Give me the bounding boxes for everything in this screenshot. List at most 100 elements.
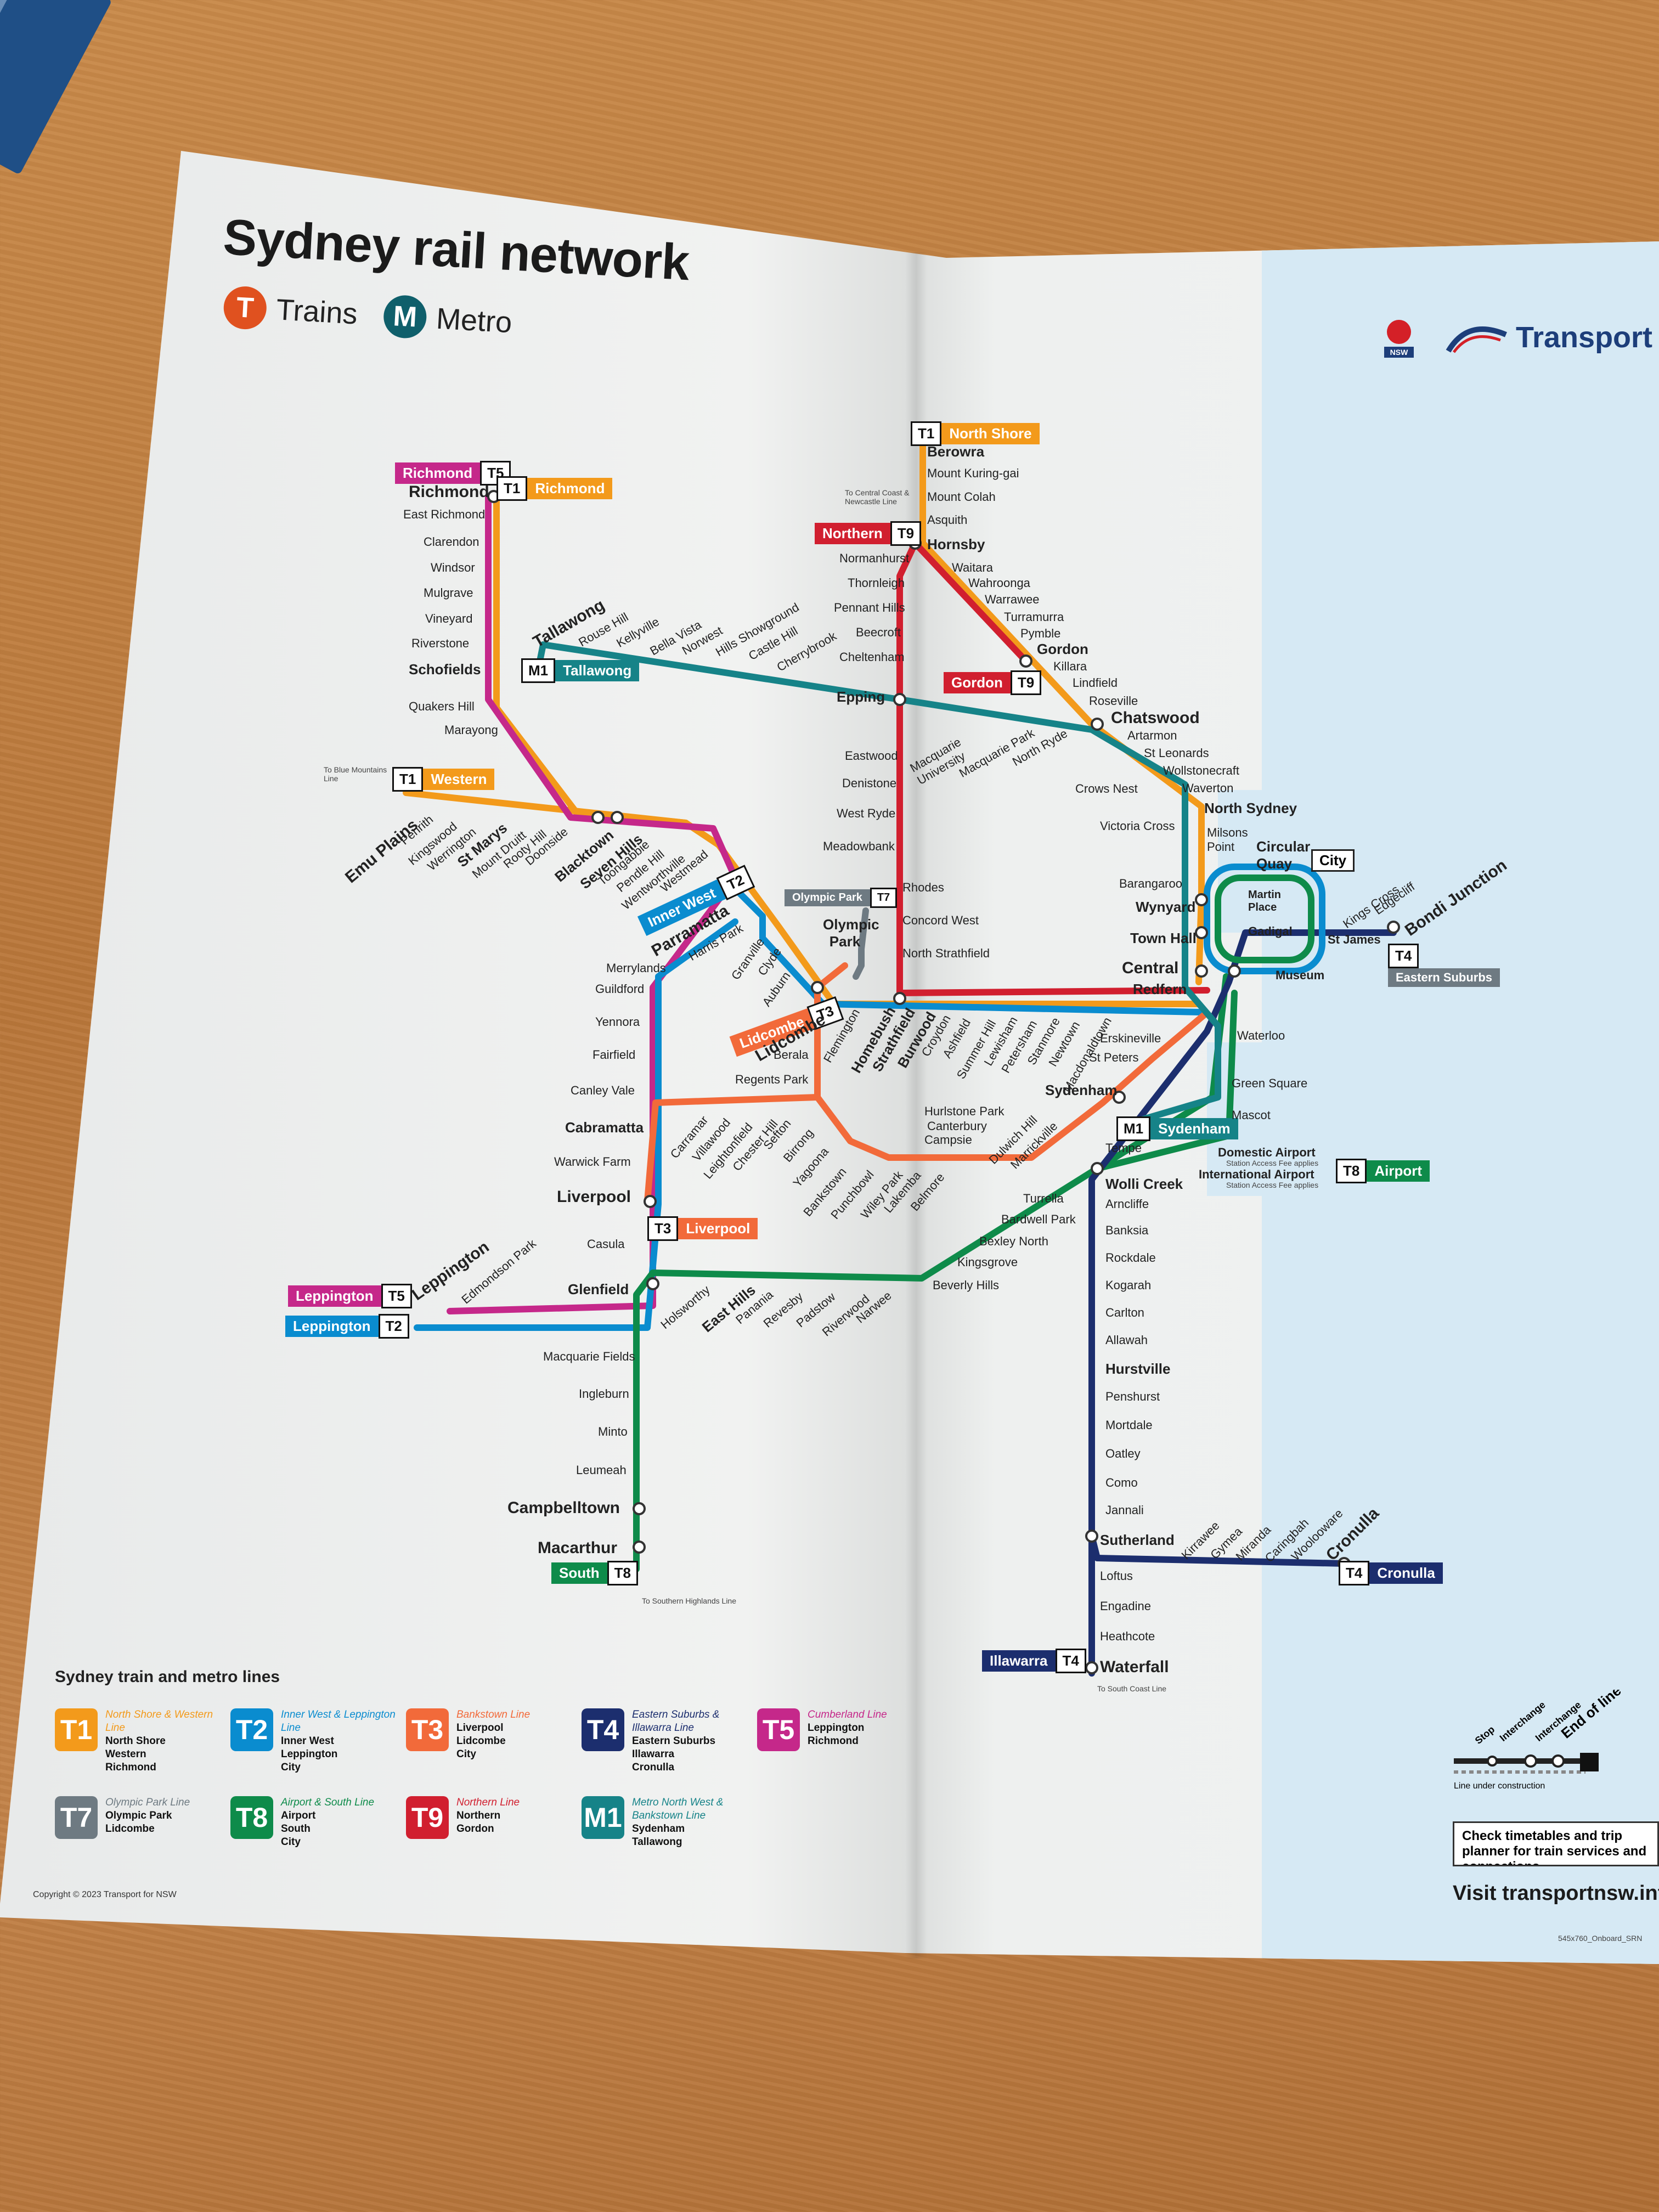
label-t1-richmond: T1 Richmond [496,476,613,501]
station-clarendon: Clarendon [424,535,479,549]
station-wollstonecraft: Wollstonecraft [1163,764,1239,777]
label-t1-north-shore: T1 North Shore [911,421,1040,446]
station-mortdale: Mortdale [1105,1418,1153,1432]
station-north-sydney: North Sydney [1204,800,1297,816]
station-barangaroo: Barangaroo [1119,877,1182,890]
label-m1-sydenham: M1 Sydenham [1116,1116,1238,1141]
station-glenfield: Glenfield [568,1281,629,1297]
station-lindfield: Lindfield [1073,676,1118,690]
station-north-strathfield: North Strathfield [902,946,990,960]
t7-olympic-park-line [853,907,869,980]
station-richmond: Richmond [409,483,489,501]
key-stop: Stop [1473,1724,1497,1746]
label-t4-illawarra: Illawarra T4 [982,1649,1086,1673]
station-international-airport: International Airport [1199,1167,1314,1181]
station-ingleburn: Ingleburn [579,1387,629,1401]
note-southern-highlands: To Southern Highlands Line [642,1596,737,1605]
station-vineyard: Vineyard [425,612,473,625]
station-tempe: Tempe [1105,1141,1142,1155]
station-crows-nest: Crows Nest [1075,782,1138,795]
note-central-coast: To Central Coast & Newcastle Line [845,488,910,506]
station-warwick-farm: Warwick Farm [554,1155,631,1169]
station-green-square: Green Square [1232,1076,1308,1090]
station-engadine: Engadine [1100,1599,1151,1613]
station-kingsgrove: Kingsgrove [957,1255,1018,1269]
key-symbols: Stop Interchange Interchange End of line… [1454,1682,1624,1791]
station-macarthur: Macarthur [538,1539,618,1557]
station-bexley-north: Bexley North [979,1234,1048,1248]
timetable-info-box: Check timetables and trip planner for tr… [1453,1821,1659,1866]
label-t4-eastern-suburbs: T4 Eastern Suburbs [1388,944,1500,987]
label-t9-gordon: Gordon T9 [944,670,1042,695]
t3-bankstown-line [644,1012,1207,1205]
t8-airport-south-line [633,973,1229,1572]
station-fairfield: Fairfield [592,1048,636,1062]
station-pennant-hills: Pennant Hills [834,601,905,614]
transport-swoosh-icon [1446,326,1507,353]
station-macquarie-fields: Macquarie Fields [543,1350,635,1363]
station-casula: Casula [587,1237,625,1251]
station-berowra: Berowra [927,443,985,460]
station-mascot: Mascot [1232,1108,1271,1122]
t2-inner-west-line [721,874,1205,1015]
station-mulgrave: Mulgrave [424,586,473,600]
station-normanhurst: Normanhurst [839,551,910,565]
station-cabramatta: Cabramatta [565,1119,644,1136]
station-marayong: Marayong [444,723,498,737]
station-victoria-cross: Victoria Cross [1100,819,1175,833]
harbour-inlet [1218,790,1311,933]
station-riverstone: Riverstone [411,636,470,650]
station-kogarah: Kogarah [1105,1278,1152,1292]
station-regents-park: Regents Park [735,1073,809,1086]
station-eastwood: Eastwood [845,749,898,763]
station-leumeah: Leumeah [576,1463,627,1477]
t9-northern-line [896,540,1210,996]
station-carlton: Carlton [1105,1306,1144,1319]
station-killara: Killara [1053,659,1087,673]
station-warrawee: Warrawee [985,592,1040,606]
label-t8-south: South T8 [551,1561,638,1585]
station-pymble: Pymble [1020,627,1061,640]
station-hurstville: Hurstville [1105,1361,1171,1377]
station-banksia: Banksia [1105,1223,1149,1237]
station-beecroft: Beecroft [856,625,901,639]
station-meadowbank: Meadowbank [823,839,895,853]
station-cheltenham: Cheltenham [839,650,905,664]
station-waterfall: Waterfall [1100,1658,1169,1676]
note-domestic-fee: Station Access Fee applies [1226,1159,1319,1167]
station-canley-vale: Canley Vale [571,1084,635,1097]
station-st-peters: St Peters [1089,1051,1139,1064]
station-epping: Epping [837,689,885,705]
city-area-label: City [1311,849,1355,872]
station-sydenham: Sydenham [1045,1082,1118,1098]
station-chatswood: Chatswood [1111,709,1200,727]
station-heathcote: Heathcote [1100,1629,1155,1643]
label-t2-leppington: Leppington T2 [285,1314,409,1339]
station-central: Central [1122,959,1179,977]
station-artarmon: Artarmon [1127,729,1177,742]
station-martin-place: Martin Place [1248,889,1281,913]
station-east-richmond: East Richmond [403,507,486,521]
t1-emu-plains-branch [403,789,689,826]
station-liverpool: Liverpool [557,1188,631,1206]
station-bardwell-park: Bardwell Park [1001,1212,1076,1226]
station-allawah: Allawah [1105,1333,1148,1347]
station-wolli-creek: Wolli Creek [1105,1176,1183,1192]
station-st-james: St James [1328,933,1381,946]
station-guildford: Guildford [595,982,645,996]
lines-legend: Sydney train and metro lines T1 North Sh… [55,1668,988,1849]
station-hurlstone-park: Hurlstone Park [924,1104,1005,1118]
label-t3-liverpool: T3 Liverpool [647,1216,758,1241]
transport-brand: NSW Transport [1374,313,1652,362]
station-thornleigh: Thornleigh [848,576,905,590]
station-mount-colah: Mount Colah [927,490,996,504]
station-olympic-park: Olympic Park [823,916,879,950]
station-arncliffe: Arncliffe [1105,1197,1149,1211]
station-gordon: Gordon [1037,641,1088,657]
